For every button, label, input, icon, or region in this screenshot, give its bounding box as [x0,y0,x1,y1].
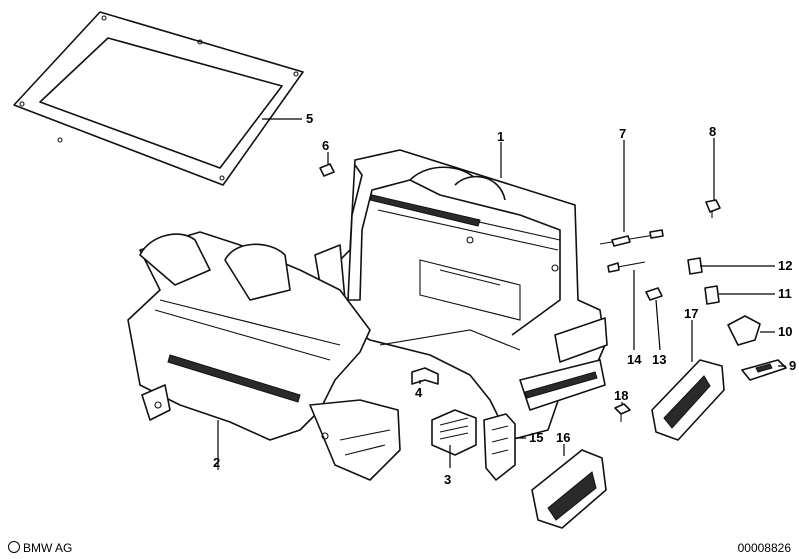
part-numbers: 1 2 3 4 5 6 7 8 9 10 11 12 13 14 15 16 1… [213,111,796,487]
part-17-vent-grille[interactable] [651,359,725,441]
part-4-bracket[interactable] [411,367,439,385]
part-15-switch-bracket[interactable] [483,413,516,481]
copyright-brand: BMW AG [8,541,72,555]
label-5: 5 [306,111,313,126]
label-10: 10 [778,324,792,339]
label-9: 9 [789,358,796,373]
label-6: 6 [322,138,329,153]
part-9-pad[interactable] [741,359,787,381]
drawing-number: 00008826 [737,541,791,555]
label-15: 15 [529,430,543,445]
label-12: 12 [778,258,792,273]
label-16: 16 [556,430,570,445]
brand-label: BMW AG [23,541,73,555]
label-11: 11 [778,286,792,301]
label-13: 13 [652,352,666,367]
label-14: 14 [627,352,642,367]
part-2-air-duct[interactable] [127,231,401,481]
part-5-gasket-frame[interactable] [13,11,304,186]
part-8-screw[interactable] [705,199,721,218]
label-17: 17 [684,306,698,321]
part-12-resistor[interactable] [687,257,703,275]
part-13-terminal[interactable] [645,287,663,301]
label-3: 3 [444,472,451,487]
part-10-connector[interactable] [727,315,761,346]
part-7-wire-harness[interactable] [599,229,664,247]
leader-lines [217,118,786,470]
label-7: 7 [619,126,626,141]
label-18: 18 [614,388,628,403]
label-1: 1 [497,129,504,144]
part-18-screw[interactable] [614,403,631,422]
part-11-resistor[interactable] [704,285,720,305]
part-3-connector[interactable] [431,409,477,456]
part-16-vent-nozzle[interactable] [531,449,607,529]
label-8: 8 [709,124,716,139]
part-6-clip[interactable] [319,163,335,177]
label-4: 4 [415,385,423,400]
part-1-heater-housing[interactable] [314,149,608,441]
copyright-icon [8,541,20,553]
label-2: 2 [213,455,220,470]
part-14-wire-terminal[interactable] [607,261,646,273]
